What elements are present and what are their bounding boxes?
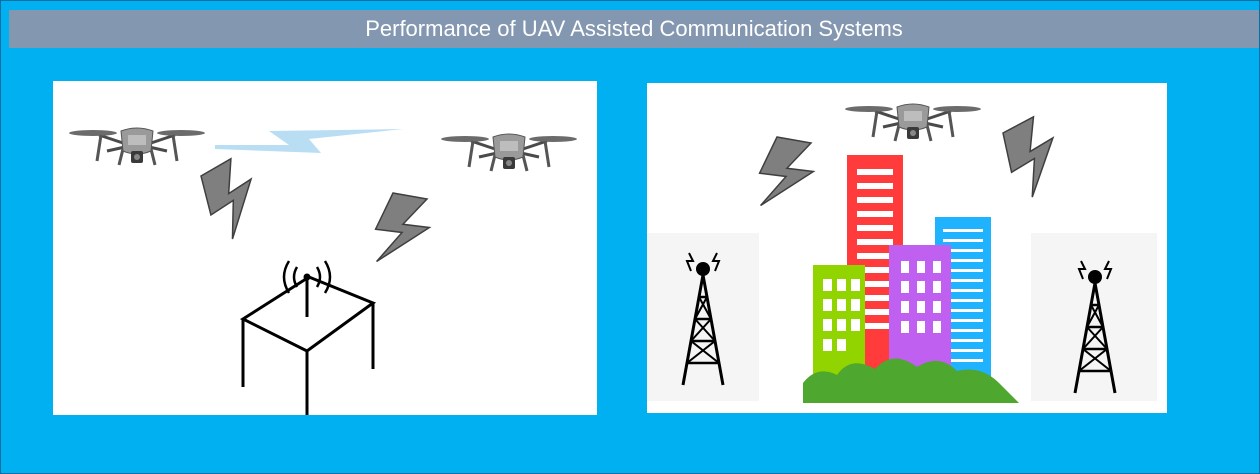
title-bar: Performance of UAV Assisted Communicatio… [9, 10, 1259, 48]
right-diagram [647, 102, 1157, 403]
left-diagram-panel [53, 81, 597, 415]
left-diagram [67, 126, 579, 415]
drone-icon [843, 102, 983, 143]
page-title: Performance of UAV Assisted Communicatio… [365, 16, 903, 41]
lightning-bolt-icon [996, 112, 1070, 202]
right-diagram-panel [647, 83, 1167, 413]
tower-backdrop [1031, 233, 1157, 401]
lightning-bolt-icon [748, 129, 824, 220]
tower-backdrop [647, 233, 759, 401]
lightning-bolt-icon [194, 153, 269, 244]
drone-icon [439, 132, 579, 173]
drone-icon [67, 126, 207, 167]
antenna-icon [282, 260, 332, 317]
city-buildings-icon [803, 155, 1019, 403]
lightning-bolt-icon [364, 185, 440, 276]
uav-link-beam [215, 129, 403, 153]
